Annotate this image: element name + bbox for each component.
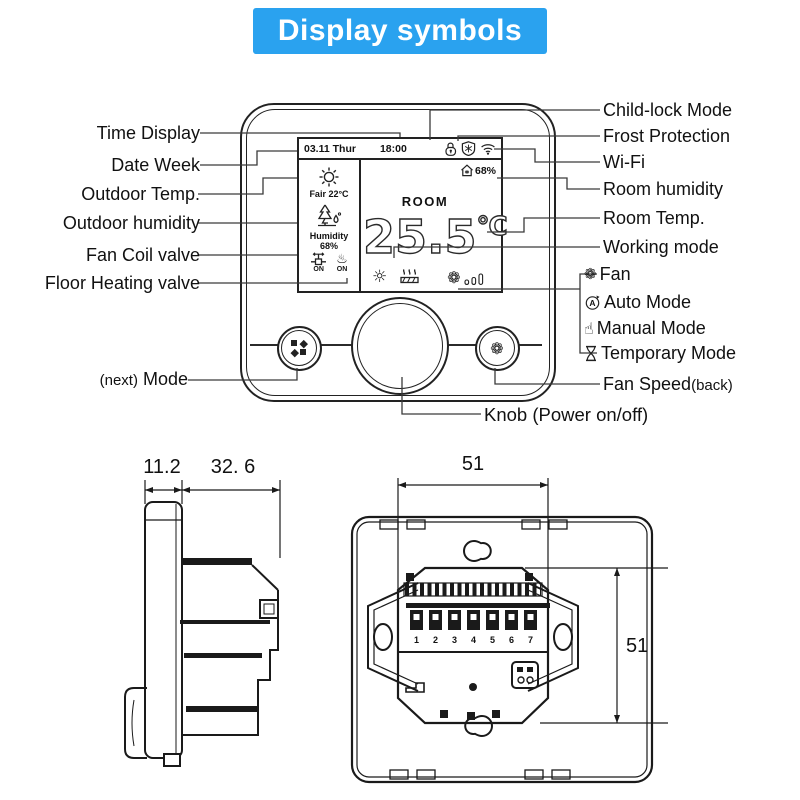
room-temperature-unit: °C (476, 211, 509, 242)
dim-side-depth: 32. 6 (211, 456, 255, 478)
knob-inner-line (357, 303, 443, 389)
wifi-icon (481, 144, 495, 155)
callout-fan-coil-valve: Fan Coil valve (85, 245, 200, 265)
fan-speed-bars-icon (464, 273, 483, 285)
fan-speed-label: Fan Speed (603, 374, 692, 394)
outdoor-panel: Fair 22°C Humidity 68% (299, 160, 361, 291)
working-mode-row: ☼ ❁ (372, 267, 496, 287)
mode-grid-icon (290, 339, 308, 357)
svg-text:7: 7 (528, 635, 533, 645)
page-title: Display symbols (277, 14, 523, 47)
valve-row: ON ♨ ON (310, 252, 348, 273)
mode-item-auto: A Auto Mode (584, 292, 691, 313)
fan-speed-suffix: (back) (691, 377, 733, 394)
fan-icon: ❁ (584, 265, 597, 283)
title-banner: Display symbols (253, 8, 547, 54)
child-lock-icon (445, 142, 457, 156)
time-text: 18:00 (379, 142, 407, 155)
fan-coil-valve-icon (311, 252, 327, 266)
floor-heating-valve-state: ON (336, 266, 348, 273)
svg-text:A: A (589, 298, 595, 308)
back-view-drawing: 51 (350, 453, 668, 784)
mode-button-inner (281, 330, 317, 366)
mode-item-auto-label: Auto Mode (604, 292, 692, 312)
callout-time-display: Time Display (96, 123, 200, 143)
status-icons (444, 141, 496, 156)
room-panel: 68% ROOM 25.5°C ☼ ❁ (362, 160, 508, 291)
knob[interactable] (351, 297, 449, 395)
floor-heating-valve-indicator: ♨ ON (336, 253, 348, 273)
mode-item-fan-label: Fan (599, 264, 631, 284)
dim-back-height: 51 (626, 635, 648, 657)
svg-text:6: 6 (509, 635, 514, 645)
callout-wifi: Wi-Fi (603, 152, 645, 172)
dim-side-width: 11.2 (143, 456, 180, 478)
svg-text:3: 3 (452, 635, 457, 645)
svg-text:4: 4 (471, 635, 476, 645)
callout-date-week: Date Week (111, 155, 200, 175)
house-icon (461, 164, 473, 177)
outdoor-humidity-icon (317, 204, 341, 227)
mode-item-temporary: Temporary Mode (584, 343, 736, 364)
outdoor-humidity-label: Humidity (309, 231, 349, 241)
fan-coil-valve-indicator: ON (310, 252, 327, 273)
callout-floor-heating-valve: Floor Heating valve (44, 273, 200, 293)
svg-text:1: 1 (414, 635, 419, 645)
fan-speed-button-inner: ❁ (479, 330, 515, 366)
auto-mode-icon: A (585, 295, 600, 310)
callout-child-lock: Child-lock Mode (603, 100, 733, 120)
callout-outdoor-temp: Outdoor Temp. (81, 184, 200, 204)
next-mode-prefix: (next) (99, 372, 138, 389)
outdoor-weather-text: Fair 22°C (309, 189, 349, 199)
callout-fan-speed: Fan Speed(back) (603, 374, 733, 395)
fan-mode-icon: ❁ (447, 268, 461, 287)
svg-text:2: 2 (433, 635, 438, 645)
mode-button[interactable] (276, 325, 322, 371)
cooling-mode-icon: ☼ (372, 267, 388, 287)
callout-room-humidity: Room humidity (603, 179, 724, 199)
fan-coil-valve-state: ON (313, 266, 324, 273)
mode-item-fan: ❁ Fan (584, 264, 631, 285)
callout-next-mode: (next) Mode (100, 369, 188, 390)
outdoor-humidity-value: 68% (319, 241, 338, 251)
thermostat-screen: 03.11 Thur 18:00 (297, 137, 508, 293)
floor-heating-valve-icon: ♨ (336, 252, 348, 267)
screen-status-bar: 03.11 Thur 18:00 (299, 139, 501, 160)
svg-text:5: 5 (490, 635, 495, 645)
callout-room-temp: Room Temp. (603, 208, 705, 228)
callout-knob: Knob (Power on/off) (484, 404, 649, 425)
fan-speed-button[interactable]: ❁ (474, 325, 520, 371)
callout-outdoor-humidity: Outdoor humidity (62, 213, 200, 233)
date-week-text: 03.11 Thur (304, 142, 356, 155)
room-temperature-value: 25.5 (362, 210, 477, 264)
callout-frost-protection: Frost Protection (603, 126, 731, 146)
frost-protection-icon (461, 141, 476, 156)
floor-heating-mode-icon (400, 269, 419, 284)
mode-item-manual-label: Manual Mode (596, 318, 706, 338)
room-humidity-indicator: 68% (460, 164, 496, 177)
outdoor-weather-icon (319, 167, 339, 187)
room-humidity-value: 68% (474, 164, 496, 177)
side-view-drawing: 11.2 32. 6 (124, 456, 281, 767)
room-label: ROOM (401, 194, 449, 209)
dim-back-width: 51 (462, 453, 484, 475)
mode-item-manual: ☝ Manual Mode (584, 318, 706, 339)
fan-button-icon: ❁ (490, 338, 504, 358)
callout-working-mode: Working mode (603, 237, 719, 257)
temporary-mode-icon (586, 345, 596, 362)
mode-item-temporary-label: Temporary Mode (601, 343, 737, 363)
manual-mode-icon: ☝ (584, 318, 594, 338)
room-temperature: 25.5°C (362, 211, 508, 260)
next-mode-label: Mode (142, 369, 188, 389)
